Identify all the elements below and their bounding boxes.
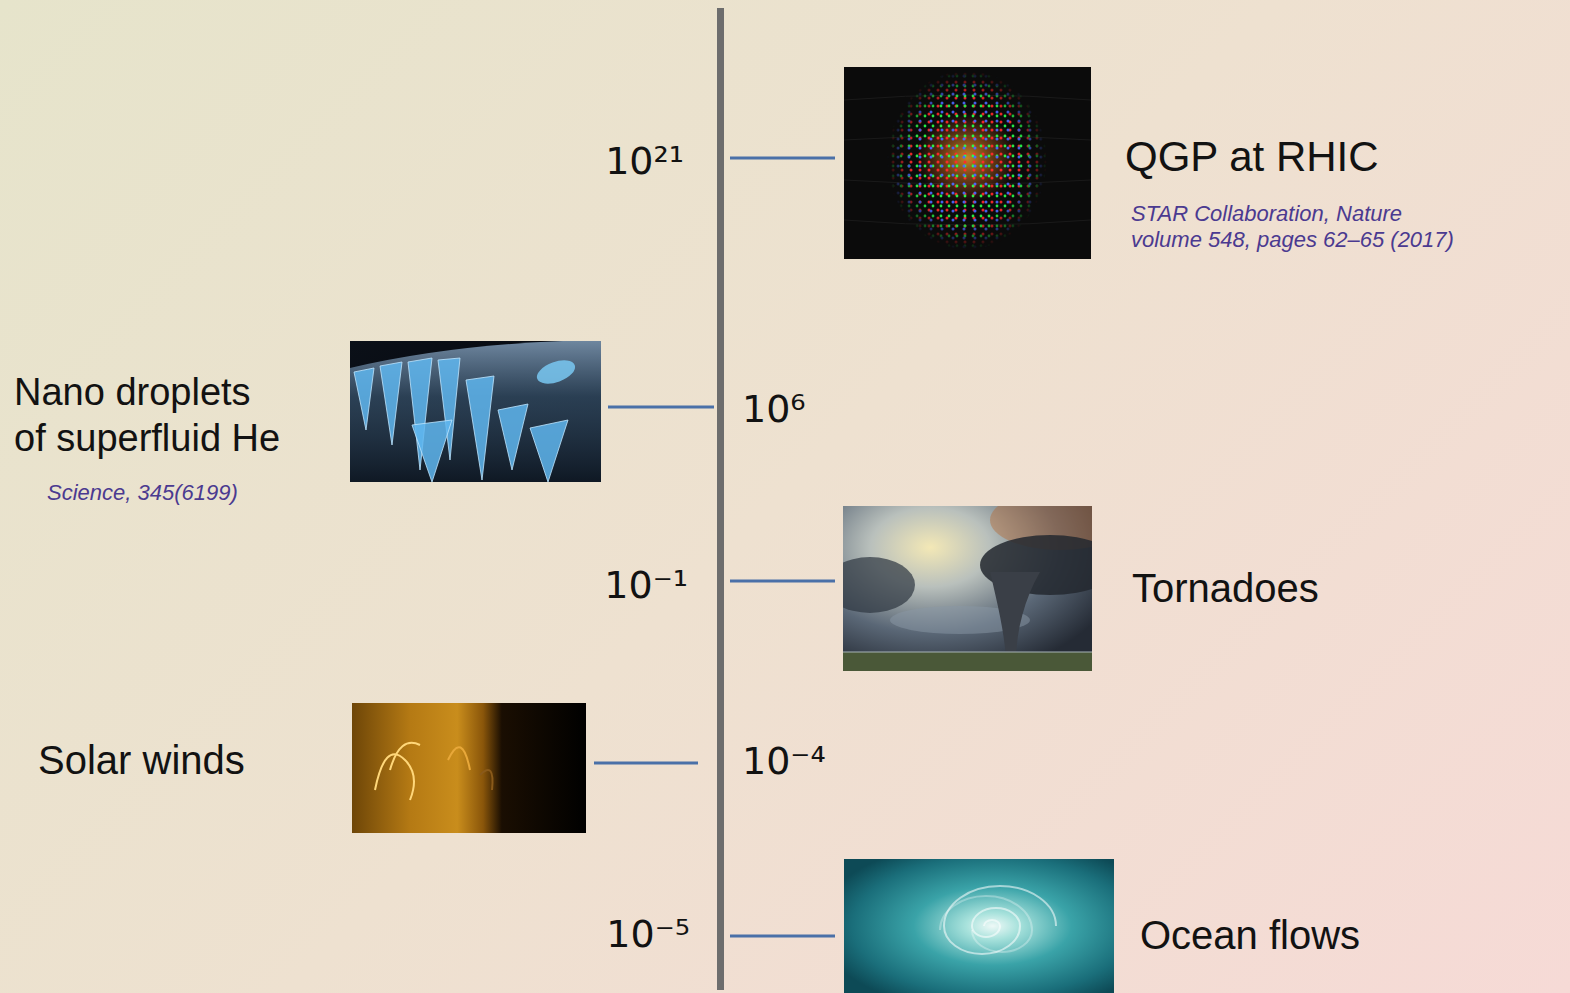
example-name: Ocean flows: [1140, 911, 1360, 959]
vortex-cones: [354, 358, 568, 482]
vortex-cone: [530, 420, 568, 482]
vortex-cone: [498, 404, 528, 470]
tick-line: [730, 935, 835, 938]
citation: STAR Collaboration, Nature volume 548, p…: [1131, 201, 1565, 254]
tornado-image: [843, 506, 1092, 671]
particle-cloud: [844, 67, 1091, 259]
scale-value: 10²¹: [605, 139, 684, 185]
scale-value: 10⁶: [742, 387, 806, 433]
vortex-cone: [412, 420, 452, 482]
vortex-cone: [354, 368, 374, 430]
solar-loop: [480, 770, 493, 790]
solar-image: [352, 703, 586, 833]
scale-axis: [717, 8, 724, 990]
horizon: [843, 652, 1092, 653]
cloud: [843, 557, 915, 613]
image-ground: [844, 67, 1091, 259]
image-ground: [350, 341, 601, 482]
helium-image: [350, 341, 601, 482]
qgp-image: [844, 67, 1091, 259]
swirl: [940, 886, 1056, 954]
swirl-line: [944, 886, 1056, 954]
example-name: QGP at RHIC: [1125, 132, 1379, 182]
ocean-image: [844, 859, 1114, 993]
tick-line: [608, 406, 714, 409]
tick-line: [594, 762, 698, 765]
example-name: Solar winds: [38, 736, 245, 784]
swirl-line: [940, 896, 1032, 952]
small-droplet: [534, 356, 578, 388]
sun-surface: [352, 703, 586, 833]
solar-loop: [448, 747, 470, 770]
solar-loop: [390, 743, 420, 770]
vortex-cone: [380, 362, 402, 445]
scale-value: 10⁻⁵: [606, 912, 690, 958]
example-name: Nano droplets of superfluid He: [14, 370, 344, 461]
droplet-surface: [350, 341, 601, 482]
example-name: Tornadoes: [1132, 564, 1319, 612]
tick-line: [730, 157, 835, 160]
solar-loops: [375, 743, 493, 800]
scale-value: 10⁻¹: [604, 563, 688, 609]
vortex-cone: [466, 376, 494, 480]
solar-loop: [375, 754, 414, 800]
tick-lines: [594, 158, 835, 936]
citation: Science, 345(6199): [47, 480, 238, 506]
particles-red: [844, 67, 1091, 259]
funnel: [990, 572, 1040, 657]
particles-green: [844, 67, 1091, 259]
ground: [843, 652, 1092, 671]
tick-line: [730, 580, 835, 583]
particles-blue: [844, 67, 1091, 259]
scale-value: 10⁻⁴: [742, 739, 826, 785]
water: [844, 859, 1114, 993]
